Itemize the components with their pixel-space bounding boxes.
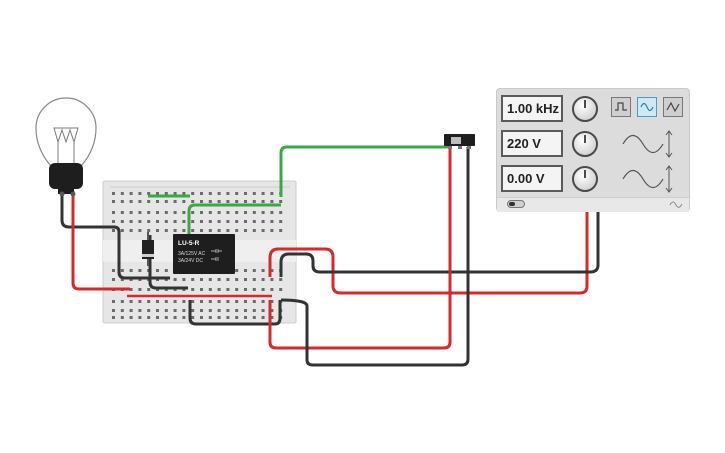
wire-red-bulb[interactable] (71, 191, 130, 291)
amplitude-sine-icon (622, 130, 673, 158)
square-wave-icon (615, 102, 627, 111)
relay[interactable]: LU-5-R 3A/125V AC 3A/24V DC (173, 234, 235, 274)
dc-offset-display: 0.00 V (501, 165, 563, 192)
sine-wave-icon (640, 102, 654, 112)
wire-red-generator[interactable] (268, 203, 589, 295)
frequency-knob[interactable] (572, 96, 598, 122)
slide-switch[interactable] (444, 134, 475, 149)
relay-model-label: LU-5-R (178, 240, 200, 247)
wire-green-relay[interactable] (187, 203, 281, 235)
sine-wave-button[interactable] (637, 97, 657, 117)
power-toggle[interactable] (507, 200, 525, 208)
square-wave-button[interactable] (611, 97, 631, 117)
generator-logo-icon (669, 201, 683, 208)
offset-sine-icon (622, 165, 673, 193)
relay-contact-icon (211, 249, 222, 261)
bulb-filament-icon (53, 127, 79, 165)
function-generator[interactable]: 1.00 kHz 220 V 0.00 V (496, 88, 690, 212)
triangle-wave-icon (666, 101, 680, 113)
diode[interactable] (142, 232, 154, 266)
relay-rating-dc-label: 3A/24V DC (178, 258, 203, 264)
wire-black-generator[interactable] (279, 203, 600, 277)
wires[interactable] (60, 145, 600, 367)
wire-red-switch[interactable] (268, 147, 452, 350)
amplitude-knob[interactable] (572, 131, 598, 157)
wire-black-rail[interactable] (188, 300, 282, 326)
generator-base (497, 197, 689, 212)
wire-black-switch[interactable] (280, 147, 470, 367)
wire-black-bulb[interactable] (60, 191, 170, 280)
amplitude-display: 220 V (501, 130, 563, 157)
frequency-display: 1.00 kHz (501, 95, 563, 122)
relay-rating-ac-label: 3A/125V AC (178, 251, 206, 257)
wire-black-diode[interactable] (148, 235, 188, 290)
triangle-wave-button[interactable] (663, 97, 683, 117)
dc-offset-knob[interactable] (572, 166, 598, 192)
wire-green-switch[interactable] (279, 145, 450, 197)
light-bulb[interactable] (35, 97, 97, 197)
